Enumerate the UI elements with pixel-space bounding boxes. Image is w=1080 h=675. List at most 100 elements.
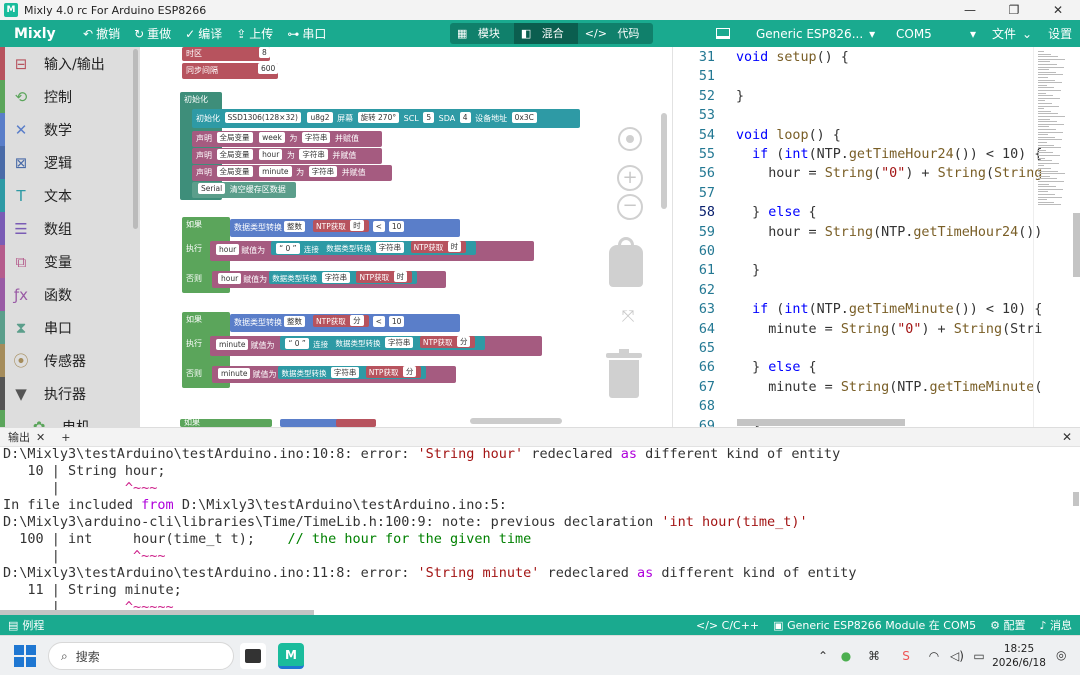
lib-select[interactable]: u8g2 bbox=[307, 112, 333, 123]
partial-condition-block[interactable] bbox=[280, 419, 340, 427]
category-3[interactable]: ⊠逻辑 bbox=[0, 146, 140, 179]
partial-ntp-block[interactable] bbox=[336, 419, 376, 427]
code-line[interactable]: 57 bbox=[673, 184, 1033, 203]
code-line[interactable]: 68 bbox=[673, 397, 1033, 416]
partial-if-block[interactable]: 如果 bbox=[180, 419, 272, 427]
upload-button[interactable]: ⇪上传 bbox=[229, 25, 280, 42]
notification-icon[interactable]: ◎ bbox=[1056, 648, 1067, 662]
workspace-horizontal-scrollbar[interactable] bbox=[470, 418, 562, 424]
serial-button[interactable]: ⊶串口 bbox=[280, 25, 333, 42]
declare-hour-block[interactable]: 声明 全局变量 hour 为 字符串 并赋值 bbox=[192, 148, 382, 164]
chevron-up-icon[interactable]: ⌃ bbox=[817, 649, 829, 663]
zoom-out-icon[interactable]: − bbox=[617, 194, 643, 220]
code-line[interactable]: 63 if (int(NTP.getTimeMinute()) < 10) { bbox=[673, 300, 1043, 319]
serial-select[interactable]: Serial bbox=[198, 183, 226, 194]
code-line[interactable]: 66 } else { bbox=[673, 358, 1033, 377]
category-11[interactable]: ✿电机 bbox=[0, 410, 140, 427]
output-vertical-scrollbar[interactable] bbox=[1073, 492, 1079, 506]
close-button[interactable]: ✕ bbox=[1052, 3, 1064, 17]
var-select[interactable]: hour bbox=[216, 244, 240, 255]
addr-value[interactable]: 0x3C bbox=[511, 112, 537, 123]
battery-icon[interactable]: ▭ bbox=[973, 649, 985, 663]
str-type-select[interactable]: 字符串 bbox=[330, 367, 360, 378]
tab-output[interactable]: 输出 ✕ bbox=[0, 429, 53, 445]
code-line[interactable]: 52} bbox=[673, 87, 1033, 106]
board-port-indicator[interactable]: ▣ Generic ESP8266 Module 在 COM5 bbox=[773, 617, 976, 633]
zoom-in-icon[interactable]: + bbox=[617, 165, 643, 191]
examples-button[interactable]: ▤例程 bbox=[0, 617, 44, 633]
language-indicator[interactable]: </> C/C++ bbox=[696, 619, 759, 632]
category-2[interactable]: ✕数学 bbox=[0, 113, 140, 146]
board-select[interactable]: Generic ESP826...▾ bbox=[748, 27, 888, 41]
code-line[interactable]: 67 minute = String(NTP.getTimeMinute( bbox=[673, 378, 1043, 397]
var-name-input[interactable]: week bbox=[259, 132, 285, 143]
code-line[interactable]: 56 hour = String("0") + String(String bbox=[673, 164, 1043, 183]
unit-select[interactable]: 时 bbox=[447, 241, 462, 252]
declare-week-block[interactable]: 声明 全局变量 week 为 字符串 并赋值 bbox=[192, 131, 382, 147]
type-select[interactable]: 字符串 bbox=[301, 132, 331, 143]
str-type-select[interactable]: 字符串 bbox=[321, 272, 351, 283]
task-view-icon[interactable] bbox=[240, 643, 266, 669]
category-8[interactable]: ⧗串口 bbox=[0, 311, 140, 344]
scope-select[interactable]: 全局变量 bbox=[216, 149, 253, 160]
code-line[interactable]: 65 bbox=[673, 339, 1033, 358]
sync-interval-value[interactable]: 600 bbox=[258, 63, 279, 74]
type-select[interactable]: 字符串 bbox=[308, 166, 338, 177]
code-line[interactable]: 61 } bbox=[673, 261, 1033, 280]
fullscreen-icon[interactable]: ⤧ bbox=[621, 306, 635, 325]
tray-app-icon[interactable]: ● bbox=[840, 649, 852, 663]
int-type-select[interactable]: 整数 bbox=[284, 221, 305, 232]
code-line[interactable]: 62 bbox=[673, 281, 1033, 300]
str-type-select[interactable]: 字符串 bbox=[384, 337, 414, 348]
category-6[interactable]: ⧉变量 bbox=[0, 245, 140, 278]
unit-select[interactable]: 时 bbox=[350, 220, 364, 231]
close-icon[interactable]: ✕ bbox=[36, 430, 46, 444]
output-horizontal-scrollbar[interactable] bbox=[0, 610, 314, 615]
output-console[interactable]: D:\Mixly3\testArduino\testArduino.ino:10… bbox=[0, 447, 1080, 615]
messages-button[interactable]: ♪ 消息 bbox=[1039, 617, 1072, 633]
taskbar-clock[interactable]: 18:25 2026/6/18 bbox=[992, 642, 1046, 670]
string-input[interactable]: “ 0 ” bbox=[285, 338, 309, 349]
operator-select[interactable]: < bbox=[372, 316, 385, 327]
minimize-button[interactable]: — bbox=[964, 3, 976, 17]
sidebar-scrollbar[interactable] bbox=[133, 49, 138, 229]
backpack-icon[interactable] bbox=[609, 237, 643, 287]
unit-select[interactable]: 分 bbox=[402, 366, 417, 377]
var-select[interactable]: minute bbox=[218, 368, 251, 379]
scope-select[interactable]: 全局变量 bbox=[216, 132, 253, 143]
var-name-input[interactable]: minute bbox=[259, 166, 292, 177]
taskbar-search[interactable]: ⌕ 搜索 bbox=[48, 642, 234, 670]
maximize-button[interactable]: ❐ bbox=[1008, 3, 1020, 17]
type-select[interactable]: 字符串 bbox=[299, 149, 328, 160]
workspace-vertical-scrollbar[interactable] bbox=[661, 113, 667, 209]
editor-minimap[interactable] bbox=[1033, 47, 1073, 427]
string-input[interactable]: “ 0 ” bbox=[276, 243, 300, 254]
undo-button[interactable]: ↶撤销 bbox=[76, 25, 127, 42]
display-model-select[interactable]: SSD1306(128×32) bbox=[224, 112, 301, 123]
wifi-icon[interactable]: ◠ bbox=[928, 649, 940, 663]
serial-clear-block[interactable]: Serial 清空缓存区数据 bbox=[192, 182, 296, 198]
compile-button[interactable]: ✓编译 bbox=[178, 25, 229, 42]
code-line[interactable]: 55 if (int(NTP.getTimeHour24()) < 10) { bbox=[673, 145, 1043, 164]
code-line[interactable]: 60 bbox=[673, 242, 1033, 261]
code-line[interactable]: 58 } else { bbox=[673, 203, 1033, 223]
scl-select[interactable]: 5 bbox=[423, 112, 435, 123]
file-menu[interactable]: 文件⌄ bbox=[984, 25, 1040, 42]
close-panel-icon[interactable]: ✕ bbox=[1061, 430, 1072, 444]
var-select[interactable]: minute bbox=[216, 339, 249, 350]
mode-code-button[interactable]: </> 代码 bbox=[578, 23, 654, 44]
display-init-block[interactable]: 初始化 SSD1306(128×32) u8g2 屏幕 旋转 270° SCL … bbox=[192, 109, 580, 128]
category-5[interactable]: ☰数组 bbox=[0, 212, 140, 245]
